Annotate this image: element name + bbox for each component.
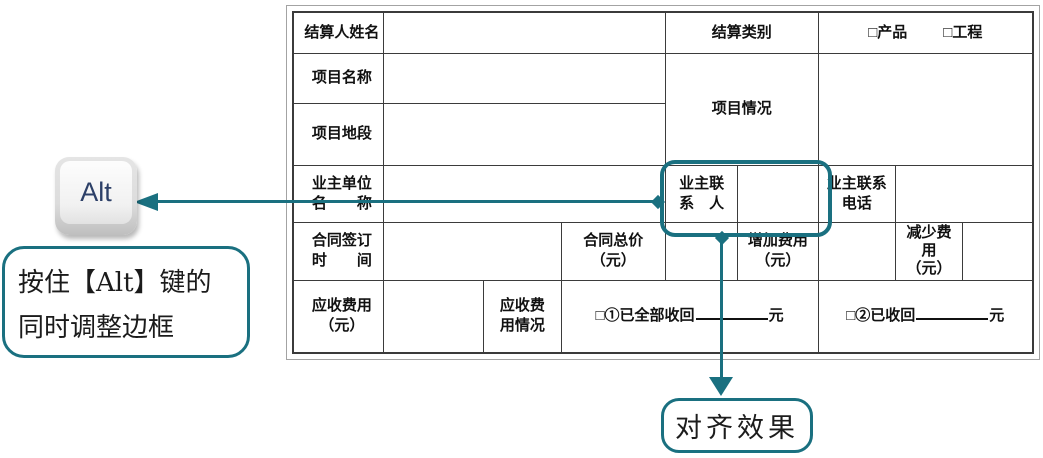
fill-blank-line: [916, 307, 989, 321]
receivable-status-label: 应收费 用情况: [483, 279, 562, 354]
category-product-checkbox[interactable]: □产品: [868, 23, 908, 41]
settler-name-label: 结算人姓名: [292, 11, 384, 54]
fill-blank-line: [695, 307, 768, 321]
recovered-part-option[interactable]: □②已收回元: [817, 279, 1034, 354]
owner-unit-name-label: 业主单位 名 称: [292, 164, 384, 223]
project-name-value-cell[interactable]: [382, 52, 666, 104]
arrow-line-to-alt-key: [157, 200, 659, 203]
settler-name-value-cell[interactable]: [382, 11, 666, 54]
receivable-fee-value-cell[interactable]: [382, 279, 485, 354]
settlement-form-table: 结算人姓名 结算类别 □产品 □工程 项目名称 项目情况 项目地段 业主单位 名…: [292, 11, 1034, 354]
alignment-result-bubble: 对齐效果: [661, 398, 813, 453]
project-situation-value-cell[interactable]: [817, 52, 1034, 166]
instruction-callout: 按住【Alt】键的 同时调整边框: [2, 246, 250, 358]
receivable-fee-label: 应收费用 （元）: [292, 279, 384, 354]
project-location-label: 项目地段: [292, 102, 384, 166]
contract-date-value-cell[interactable]: [382, 221, 562, 281]
project-location-value-cell[interactable]: [382, 102, 666, 166]
category-project-checkbox[interactable]: □工程: [943, 23, 983, 41]
owner-phone-value-cell[interactable]: [894, 164, 1034, 223]
settlement-category-options: □产品 □工程: [817, 11, 1034, 54]
down-arrowhead-icon: [709, 377, 733, 396]
project-name-label: 项目名称: [292, 52, 384, 104]
recovered-all-option[interactable]: □①已全部收回元: [560, 279, 819, 354]
reduced-cost-label: 减少费 用 （元）: [894, 221, 964, 281]
added-cost-label: 增加费用 （元）: [737, 221, 819, 281]
instruction-line-1: 按住【Alt】键的: [18, 268, 212, 298]
alt-keycap-label: Alt: [60, 161, 132, 224]
alt-keycap: Alt: [55, 157, 137, 235]
added-cost-value-cell[interactable]: [817, 221, 896, 281]
owner-contact-label: 业主联 系 人: [664, 164, 739, 223]
highlight-box-owner-contact: [660, 160, 832, 237]
project-situation-label: 项目情况: [664, 52, 819, 166]
left-arrowhead-icon: [134, 193, 158, 211]
owner-unit-name-value-cell[interactable]: [382, 164, 666, 223]
reduced-cost-value-cell[interactable]: [962, 221, 1034, 281]
contract-total-label: 合同总价 （元）: [560, 221, 666, 281]
instruction-line-2: 同时调整边框: [18, 313, 175, 343]
contract-date-label: 合同签订 时 间: [292, 221, 384, 281]
settlement-form-frame: 结算人姓名 结算类别 □产品 □工程 项目名称 项目情况 项目地段 业主单位 名…: [286, 5, 1040, 360]
settlement-category-label: 结算类别: [664, 11, 819, 54]
arrow-line-to-result: [720, 239, 723, 378]
owner-contact-value-cell[interactable]: [737, 164, 819, 223]
